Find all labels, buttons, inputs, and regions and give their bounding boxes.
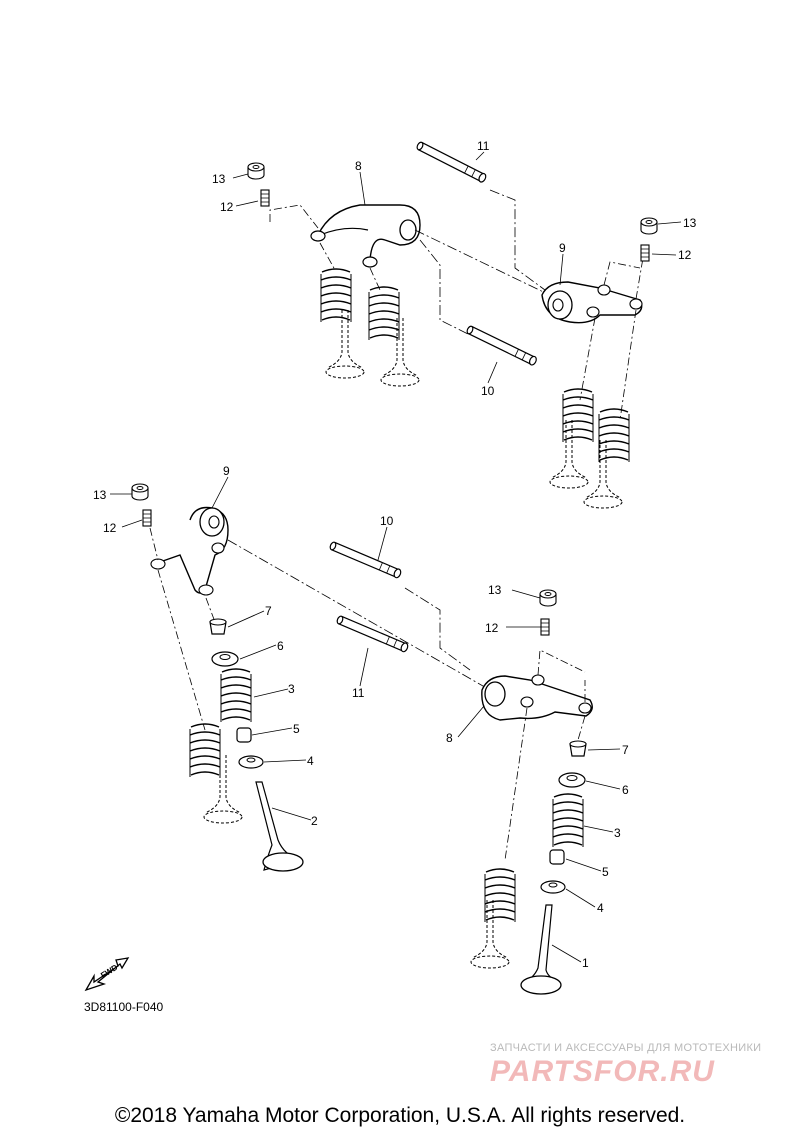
callout-13: 13	[488, 583, 502, 597]
callout-5: 5	[602, 865, 609, 879]
reference-code: 3D81100-F040	[84, 1000, 164, 1014]
callout-3: 3	[288, 682, 295, 696]
upper-right-assembly	[541, 217, 658, 509]
lower-right-assembly	[470, 589, 593, 995]
callout-5: 5	[293, 722, 300, 736]
callout-9: 9	[559, 241, 566, 255]
callout-12: 12	[485, 621, 499, 635]
fwd-label: FWD	[99, 963, 119, 980]
callout-13: 13	[212, 172, 226, 186]
callout-leaders	[110, 151, 682, 963]
callout-12: 12	[678, 248, 692, 262]
callout-4: 4	[307, 754, 314, 768]
callout-7: 7	[622, 743, 629, 757]
callout-10: 10	[481, 384, 495, 398]
watermark-tagline: ЗАПЧАСТИ И АКСЕССУАРЫ ДЛЯ МОТОТЕХНИКИ	[490, 1042, 762, 1054]
callout-4: 4	[597, 901, 604, 915]
callout-13: 13	[683, 216, 697, 230]
watermark-logo: PARTSFOR.RU	[490, 1055, 715, 1088]
fwd-arrow-icon: FWD	[82, 954, 132, 994]
callout-8: 8	[446, 731, 453, 745]
callout-12: 12	[220, 200, 234, 214]
copyright-notice: ©2018 Yamaha Motor Corporation, U.S.A. A…	[114, 1104, 686, 1127]
callout-11: 11	[352, 686, 365, 700]
callout-10: 10	[380, 514, 394, 528]
callout-6: 6	[622, 783, 629, 797]
callout-9: 9	[223, 464, 230, 478]
callout-3: 3	[614, 826, 621, 840]
callout-7: 7	[265, 604, 272, 618]
lower-left-assembly	[131, 483, 491, 872]
callout-11: 11	[477, 139, 490, 153]
callout-8: 8	[355, 159, 362, 173]
upper-left-assembly	[247, 140, 561, 387]
callout-12: 12	[103, 521, 117, 535]
callout-1: 1	[582, 956, 589, 970]
callout-6: 6	[277, 639, 284, 653]
callout-labels: 13 12 8 11 13 12 9 10 9 13 12 10 7 6 3 5…	[93, 139, 697, 970]
callout-13: 13	[93, 488, 107, 502]
callout-2: 2	[311, 814, 318, 828]
